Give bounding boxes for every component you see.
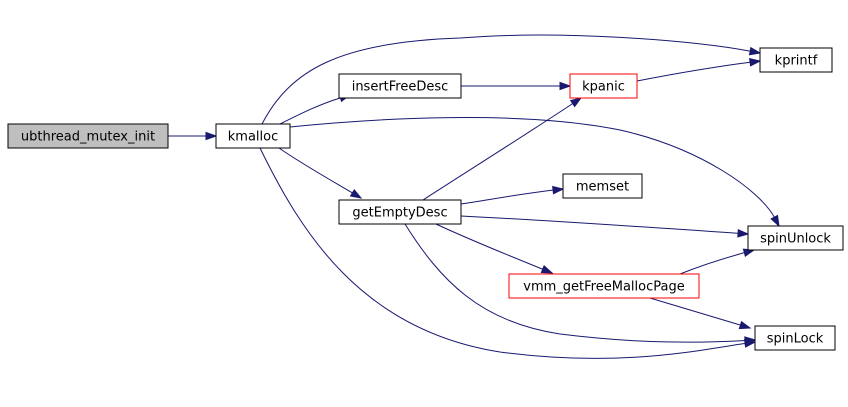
edge-line (636, 61, 752, 82)
node-box (338, 73, 462, 99)
edge-line (278, 147, 354, 194)
edge-line (289, 117, 776, 219)
edge-kmalloc-to-insertFreeDesc (279, 93, 352, 125)
edge-line (649, 297, 742, 326)
node-memset[interactable]: memset (562, 173, 643, 199)
edge-line (460, 189, 555, 205)
node-kpanic[interactable]: kpanic (569, 73, 638, 99)
edge-ubthread_mutex_init-to-kmalloc (168, 131, 218, 141)
node-box (562, 173, 643, 199)
node-label: kmalloc (228, 130, 278, 145)
edge-line (261, 34, 752, 125)
edge-insertFreeDesc-to-kpanic (460, 81, 572, 91)
edge-getEmptyDesc-to-memset (460, 185, 565, 205)
node-box (759, 47, 833, 73)
arrowhead (744, 336, 757, 345)
node-label: kprintf (775, 54, 818, 69)
node-box (754, 325, 836, 351)
edge-getEmptyDesc-to-spinLock (404, 223, 757, 345)
edge-getEmptyDesc-to-vmm_getFreeMallocPage (435, 223, 554, 274)
arrowhead (770, 214, 780, 228)
node-box (7, 123, 169, 149)
node-label: spinUnlock (760, 232, 831, 247)
node-box (569, 73, 638, 99)
node-label: vmm_getFreeMallocPage (523, 280, 684, 295)
node-kprintf[interactable]: kprintf (759, 47, 833, 73)
edge-getEmptyDesc-to-spinUnlock (460, 215, 750, 238)
edge-kmalloc-to-spinUnlock (289, 117, 780, 228)
node-label: ubthread_mutex_init (21, 130, 155, 145)
arrowhead (205, 131, 218, 141)
arrowhead (737, 228, 750, 238)
edge-kpanic-to-kprintf (636, 58, 762, 82)
node-box (215, 123, 291, 149)
edge-vmm_getFreeMallocPage-to-spinUnlock (679, 248, 756, 275)
arrowhead (552, 185, 565, 195)
edge-line (404, 223, 747, 343)
arrowhead (749, 58, 762, 67)
edge-line (259, 147, 747, 359)
node-label: memset (576, 180, 629, 195)
edge-kmalloc-to-getEmptyDesc (278, 147, 363, 199)
edge-kmalloc-to-kprintf (261, 34, 762, 125)
node-label: spinLock (767, 332, 824, 347)
node-box (747, 225, 844, 251)
arrowhead (569, 97, 583, 108)
edge-vmm_getFreeMallocPage-to-spinLock (649, 297, 752, 330)
node-kmalloc[interactable]: kmalloc (215, 123, 291, 149)
edge-line (435, 223, 544, 271)
arrowhead (540, 265, 554, 274)
edges-layer (168, 34, 780, 359)
edge-line (279, 97, 342, 125)
edge-kmalloc-to-spinLock (259, 147, 757, 359)
node-spinUnlock[interactable]: spinUnlock (747, 225, 844, 251)
node-insertFreeDesc[interactable]: insertFreeDesc (338, 73, 462, 99)
arrowhead (349, 188, 363, 199)
edge-line (422, 102, 574, 201)
node-box (508, 273, 700, 299)
node-ubthread_mutex_init: ubthread_mutex_init (7, 123, 169, 149)
node-label: insertFreeDesc (352, 80, 449, 95)
node-getEmptyDesc[interactable]: getEmptyDesc (338, 199, 462, 225)
node-vmm_getFreeMallocPage[interactable]: vmm_getFreeMallocPage (508, 273, 700, 299)
node-label: getEmptyDesc (352, 206, 447, 221)
node-label: kpanic (582, 80, 625, 95)
arrowhead (559, 81, 572, 91)
edge-line (679, 251, 746, 275)
node-spinLock[interactable]: spinLock (754, 325, 836, 351)
nodes-layer: ubthread_mutex_init kmalloc insertFreeDesc… (7, 47, 844, 351)
arrowhead (738, 320, 752, 330)
edge-getEmptyDesc-to-kpanic (422, 97, 583, 201)
arrowhead (748, 46, 762, 56)
node-box (338, 199, 462, 225)
edge-line (460, 215, 740, 234)
